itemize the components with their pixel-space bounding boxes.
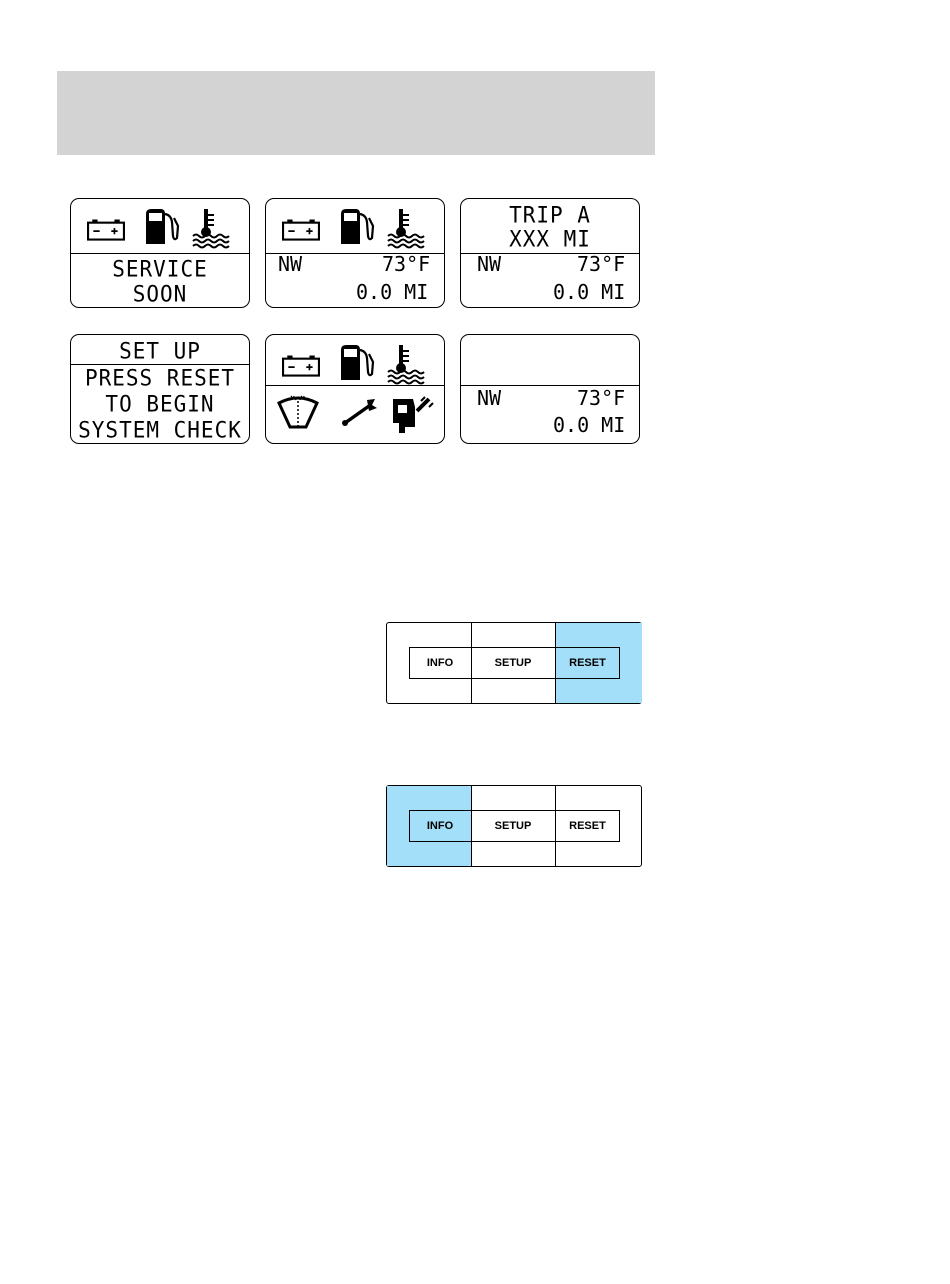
info-button[interactable]: INFO (409, 647, 471, 679)
battery-icon (87, 217, 125, 241)
header-band (57, 71, 655, 155)
display-line-1: TRIP A (461, 202, 639, 227)
fuel-door-icon (391, 393, 435, 435)
trip-distance: 0.0 MI (553, 281, 625, 303)
fuel-pump-icon (144, 208, 180, 246)
reset-button[interactable]: RESET (555, 647, 620, 679)
display-line-1: SERVICE (71, 256, 249, 281)
coolant-temperature-icon (385, 344, 427, 386)
setup-button[interactable]: SETUP (471, 647, 555, 679)
battery-icon (282, 353, 320, 377)
display-trip-a: TRIP A XXX MI NW 73°F 0.0 MI (460, 198, 640, 308)
display-service-soon: SERVICE SOON (70, 198, 250, 308)
compass-heading: NW (477, 387, 501, 409)
trip-distance: 0.0 MI (553, 414, 625, 436)
outside-temperature: 73°F (577, 387, 625, 409)
button-panel-reset: INFO SETUP RESET (386, 622, 642, 704)
compass-heading: NW (477, 253, 501, 275)
display-status: NW 73°F 0.0 MI (265, 198, 445, 308)
coolant-temperature-icon (385, 208, 427, 250)
display-line-2: SOON (71, 281, 249, 306)
battery-icon (282, 217, 320, 241)
trip-distance: 0.0 MI (356, 281, 428, 303)
display-system-check-icons (265, 334, 445, 444)
display-line-4: SYSTEM CHECK (71, 417, 249, 442)
button-panel-info: INFO SETUP RESET (386, 785, 642, 867)
setup-button[interactable]: SETUP (471, 810, 555, 842)
outside-temperature: 73°F (577, 253, 625, 275)
display-set-up: SET UP PRESS RESET TO BEGIN SYSTEM CHECK (70, 334, 250, 444)
display-line-2: PRESS RESET (71, 365, 249, 390)
fuel-pump-icon (339, 208, 375, 246)
outside-temperature: 73°F (382, 253, 430, 275)
display-compass-temp: NW 73°F 0.0 MI (460, 334, 640, 444)
display-line-3: TO BEGIN (71, 391, 249, 416)
washer-fluid-icon (276, 391, 320, 431)
info-button[interactable]: INFO (409, 810, 471, 842)
compass-heading: NW (278, 253, 302, 275)
display-line-1: SET UP (71, 338, 249, 363)
wrench-icon (339, 397, 379, 427)
fuel-pump-icon (339, 344, 375, 382)
reset-button[interactable]: RESET (555, 810, 620, 842)
coolant-temperature-icon (190, 208, 232, 250)
display-line-2: XXX MI (461, 226, 639, 251)
